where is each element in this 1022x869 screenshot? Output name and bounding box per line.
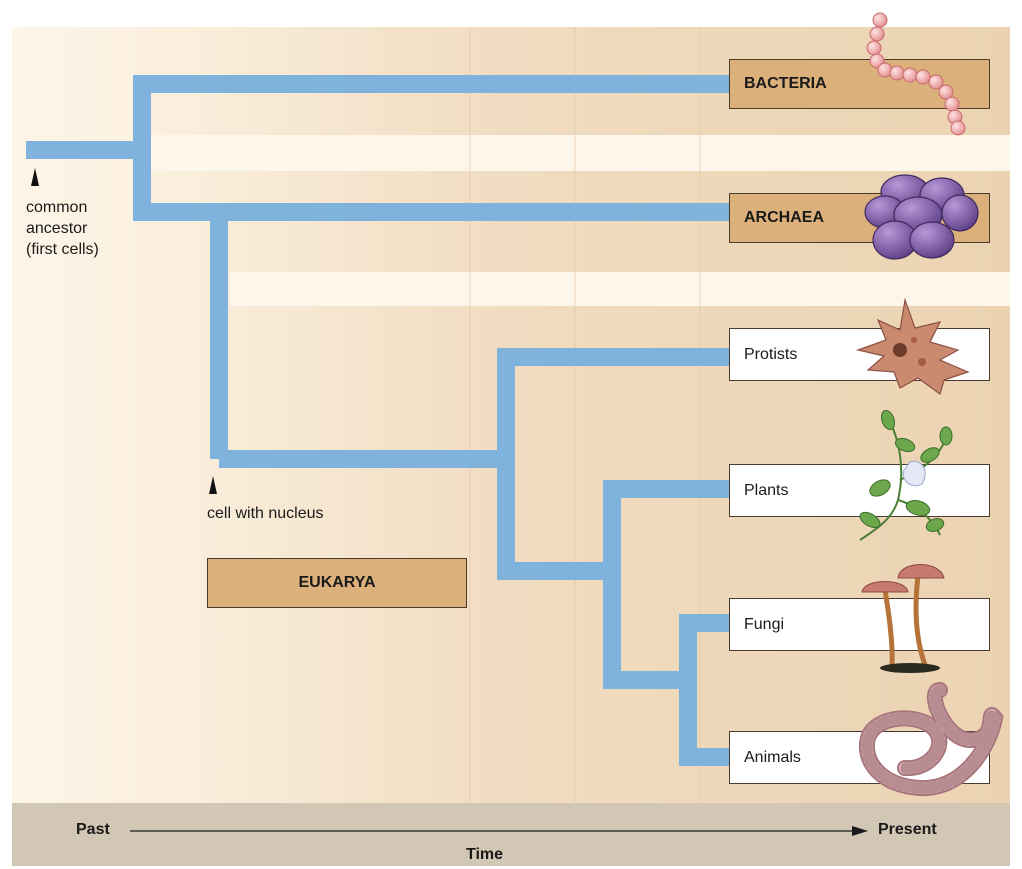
fungi-label: Fungi (730, 616, 784, 634)
animals-box: Animals (729, 731, 990, 784)
animals-label: Animals (730, 749, 801, 767)
time-axis-title: Time (466, 846, 503, 864)
fungi-box: Fungi (729, 598, 990, 651)
nucleus-label: cell with nucleus (207, 505, 324, 523)
common-ancestor-label: common ancestor (first cells) (26, 197, 99, 260)
time-axis-bar (12, 803, 1010, 866)
common-ancestor-line-3: (first cells) (26, 239, 99, 260)
plants-box: Plants (729, 464, 990, 517)
common-ancestor-line-1: common (26, 197, 99, 218)
eukarya-label: EUKARYA (298, 574, 375, 592)
archaea-label: ARCHAEA (730, 209, 824, 227)
band-separator-2 (230, 272, 1010, 306)
time-end-label: Present (878, 821, 937, 839)
protists-label: Protists (730, 346, 797, 364)
common-ancestor-line-2: ancestor (26, 218, 99, 239)
bacteria-box: BACTERIA (729, 59, 990, 109)
band-separator-1 (135, 135, 1010, 171)
plants-label: Plants (730, 482, 788, 500)
archaea-box: ARCHAEA (729, 193, 990, 243)
eukarya-box: EUKARYA (207, 558, 467, 608)
time-start-label: Past (76, 821, 110, 839)
protists-box: Protists (729, 328, 990, 381)
bacteria-label: BACTERIA (730, 75, 827, 93)
